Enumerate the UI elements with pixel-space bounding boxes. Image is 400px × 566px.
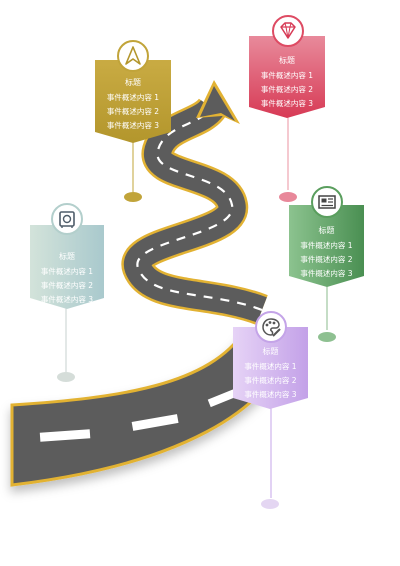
road: [10, 80, 292, 487]
pin-dot-m3: [57, 372, 75, 382]
milestone-line: 事件概述内容 3: [260, 99, 314, 108]
card-shapes: [30, 36, 364, 409]
safe-icon: [59, 211, 75, 228]
milestone-line: 事件概述内容 3: [40, 295, 94, 304]
pins: [57, 115, 336, 509]
pin-dot-m2: [279, 192, 297, 202]
road-center-dash: [136, 107, 263, 312]
milestone-title: 标题: [262, 347, 279, 356]
milestone-card-m5: 标题 事件概述内容 1 事件概述内容 2 事件概述内容 3: [233, 345, 308, 402]
milestone-line: 事件概述内容 1: [260, 71, 314, 80]
milestone-card-m2: 标题 事件概述内容 1 事件概述内容 2 事件概述内容 3: [249, 54, 325, 111]
pin-dot-m4: [318, 332, 336, 342]
newspaper-icon: [318, 195, 336, 209]
road-arrow-head-inner: [200, 86, 235, 121]
milestone-line: 事件概述内容 1: [244, 362, 297, 371]
pin-dot-m1: [124, 192, 142, 202]
card-bg-m3: [30, 225, 104, 309]
milestone-line: 事件概述内容 1: [300, 241, 353, 250]
icon-circle-m2: [272, 15, 304, 47]
card-bg-m1: [95, 60, 171, 143]
milestone-line: 事件概述内容 3: [300, 269, 353, 278]
milestone-line: 事件概述内容 1: [40, 267, 94, 276]
card-bg-m2: [249, 36, 325, 118]
milestone-card-m3: 标题 事件概述内容 1 事件概述内容 2 事件概述内容 3: [30, 250, 104, 307]
milestone-line: 事件概述内容 2: [260, 85, 314, 94]
pin-dot-m5: [261, 499, 279, 509]
palette-icon: [262, 318, 281, 337]
milestone-card-m1: 标题 事件概述内容 1 事件概述内容 2 事件概述内容 3: [95, 76, 171, 133]
milestone-title: 标题: [125, 78, 141, 87]
icon-circle-m1: [117, 40, 149, 72]
milestone-title: 标题: [279, 56, 295, 65]
milestone-card-m4: 标题 事件概述内容 1 事件概述内容 2 事件概述内容 3: [289, 224, 364, 281]
milestone-title: 标题: [59, 252, 75, 261]
diamond-icon: [280, 22, 296, 39]
milestone-line: 事件概述内容 2: [244, 376, 297, 385]
milestone-line: 事件概述内容 2: [106, 107, 160, 116]
milestone-line: 事件概述内容 2: [40, 281, 94, 290]
icon-circle-m3: [51, 203, 83, 235]
milestone-title: 标题: [318, 226, 335, 235]
icon-circle-m4: [311, 186, 343, 218]
milestone-line: 事件概述内容 1: [106, 93, 160, 102]
milestone-line: 事件概述内容 2: [300, 255, 353, 264]
card-bg-m4: [289, 205, 364, 287]
icon-circle-m5: [255, 311, 287, 343]
card-bg-m5: [233, 327, 308, 409]
compass-arrow-icon: [125, 46, 141, 65]
milestone-line: 事件概述内容 3: [106, 121, 160, 130]
milestone-line: 事件概述内容 3: [244, 390, 297, 399]
